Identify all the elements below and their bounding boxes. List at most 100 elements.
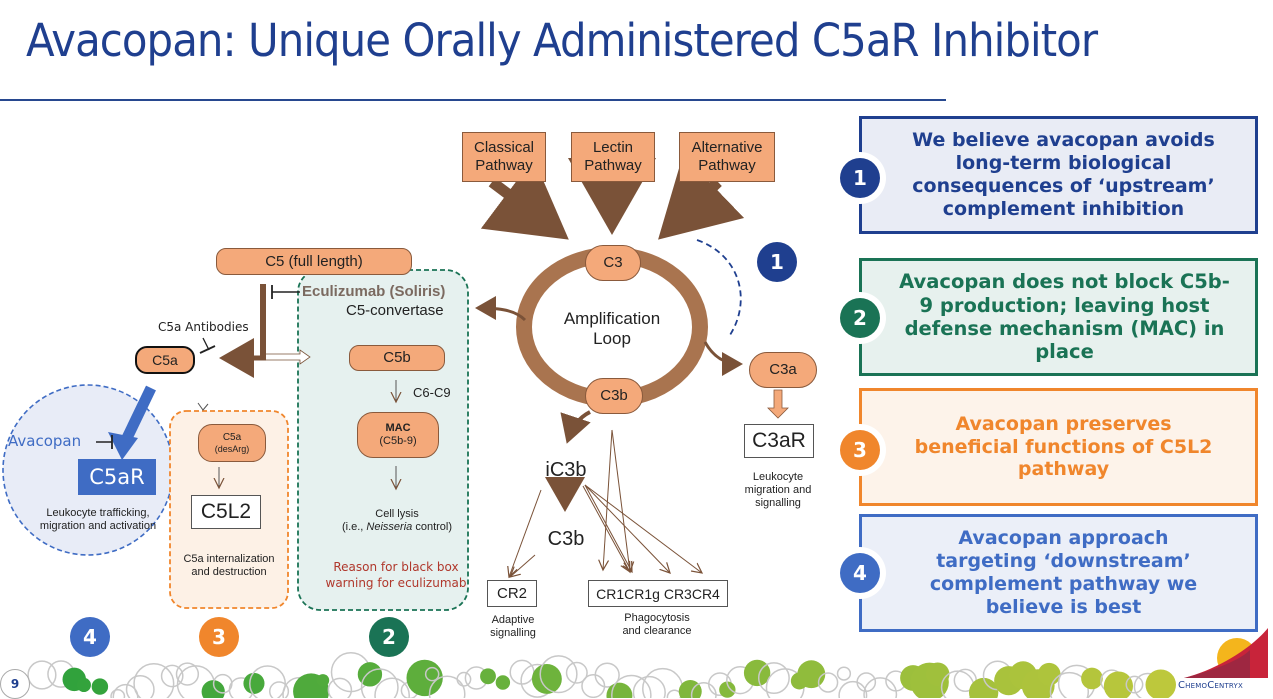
c6-c9-label: C6-C9 [413,385,451,400]
footer-bubble [863,677,898,698]
c3-node: C3 [585,245,641,281]
c5a-to-c5ar-arrowhead [108,432,138,460]
footer-bubble [1081,667,1103,690]
diagram-badge-1: 1 [757,242,797,282]
footer-bubble [632,675,666,698]
footer-bubble [856,672,877,693]
c3b-node-to-cr1-arrow [603,429,613,570]
footer-bubble [817,672,839,693]
footer-bubble [201,680,225,698]
c5a-to-c5ar-arrow [122,385,156,441]
c5a-desarg-node: C5a (desArg) [198,424,266,462]
slide-number: 9 [0,669,30,699]
footer-bubble [428,675,466,698]
callout-4: Avacopan approach targeting ‘downstream’… [859,514,1258,632]
footer-bubble [968,677,999,698]
footer-bubble [27,660,57,690]
ic3b-to-cr4-arrow [584,484,702,573]
mac-subtitle: (C5b-9) [379,435,417,447]
cr-group-caption: Phagocytosis and clearance [622,612,692,638]
c5a-desarg-title: C5a [222,432,242,444]
footer-bubble [110,688,126,698]
cell-lysis-suffix: control) [412,521,453,534]
footer-bubble [743,659,771,687]
footer-bubble [360,668,399,698]
footer-bubble [327,677,353,698]
callout-4-text: Avacopan approach targeting ‘downstream’… [929,527,1198,618]
c5a-desarg-subtitle: (desArg) [214,443,250,454]
amplification-loop-label: Amplification Loop [563,309,661,349]
c5a-antibody-inhibitor-stem [202,337,210,351]
c5a-node: C5a [135,346,195,374]
footer-bubble [495,675,511,690]
ic3b-to-cr1g-arrow [582,485,630,572]
ic3b-to-cr3-arrow [584,484,670,573]
ic3b-to-cr2-arrow [509,489,542,577]
mac-title: MAC [385,422,411,435]
c5ar-receptor: C5aR [78,459,156,495]
slide-title: Avacopan: Unique Orally Administered C5a… [26,14,1098,67]
c3b-lower-label: C3b [547,528,585,550]
footer-bubble [565,661,588,684]
footer-bubble [112,683,139,698]
footer-bubble [424,666,440,682]
c3b-node: C3b [585,378,643,414]
footer-bubble [678,680,702,698]
footer-bubble [1037,662,1061,686]
classical-pathway-node: Classical Pathway [462,132,546,182]
footer-bubble [480,668,496,685]
chemocentryx-logo-text: ChemoCentryx [1178,680,1244,691]
lectin-pathway-label: Lectin Pathway [584,139,642,174]
c5b-node: C5b [349,345,445,371]
lectin-pathway-node: Lectin Pathway [571,132,655,182]
footer-bubble [456,671,472,687]
footer-bubble [838,680,868,698]
c5a-to-desarg-small-arrow [197,402,209,411]
callout-badge-1: 1 [840,158,880,198]
black-box-warning-label: Reason for black box warning for eculizu… [325,560,467,591]
loop-to-c3a-arrow [703,341,743,376]
callout-1: We believe avacopan avoids long-term bio… [859,116,1258,234]
footer-bubble [594,662,620,688]
c3ar-caption: Leukocyte migration and signalling [744,471,812,510]
c5ar-caption: Leukocyte trafficking, migration and act… [39,507,157,533]
c3a-node: C3a [749,352,817,388]
callout-1-text: We believe avacopan avoids long-term bio… [912,129,1215,220]
c5-full-length-node: C5 (full length) [216,248,412,275]
avacopan-label: Avacopan [8,432,82,450]
alternative-pathway-node: Alternative Pathway [679,132,775,182]
c5l2-caption: C5a internalization and destruction [183,553,275,579]
alternative-to-c3-arrow [658,154,745,240]
neisseria-label: Neisseria [366,521,413,534]
footer-bubble [357,662,383,687]
callout-2-text: Avacopan does not block C5b-9 production… [899,270,1230,364]
diagram-badge-3: 3 [199,617,239,657]
cell-lysis-prefix: (i.e., [341,521,367,534]
footer-bubble [316,674,330,687]
footer-bubble [125,675,155,698]
c5a-antibody-inhibitor-bar [199,345,216,354]
diagram-badge-4: 4 [70,617,110,657]
footer-bubble [1049,671,1090,698]
footer-bubble [1103,671,1134,698]
title-divider [0,99,946,101]
eculizumab-label: Eculizumab (Soliris) [302,283,446,300]
footer-bubble [719,681,736,698]
loop-to-c5-convertase-arrow [475,296,527,322]
footer-bubble [757,662,790,695]
c5a-antibodies-label: C5a Antibodies [158,320,249,334]
classical-to-c3-arrow [480,158,569,240]
cell-lysis-line2: (i.e., Neisseria control) [318,521,476,534]
upstream-dashed-arc [696,239,742,336]
footer-bubble [509,659,535,685]
footer-bubble [374,677,410,698]
ic3b-label: iC3b [545,459,587,481]
cr-receptor-group: CR1CR1g CR3CR4 [588,580,728,607]
callout-badge-2: 2 [840,298,880,338]
c3b-node-to-cr1g-arrow [611,429,630,572]
footer-bubbles-decoration [27,652,1176,698]
c3a-to-c3ar-arrow [767,389,789,419]
footer-bubble [91,678,109,695]
alternative-pathway-label: Alternative Pathway [691,139,763,174]
footer-bubble [243,672,265,694]
